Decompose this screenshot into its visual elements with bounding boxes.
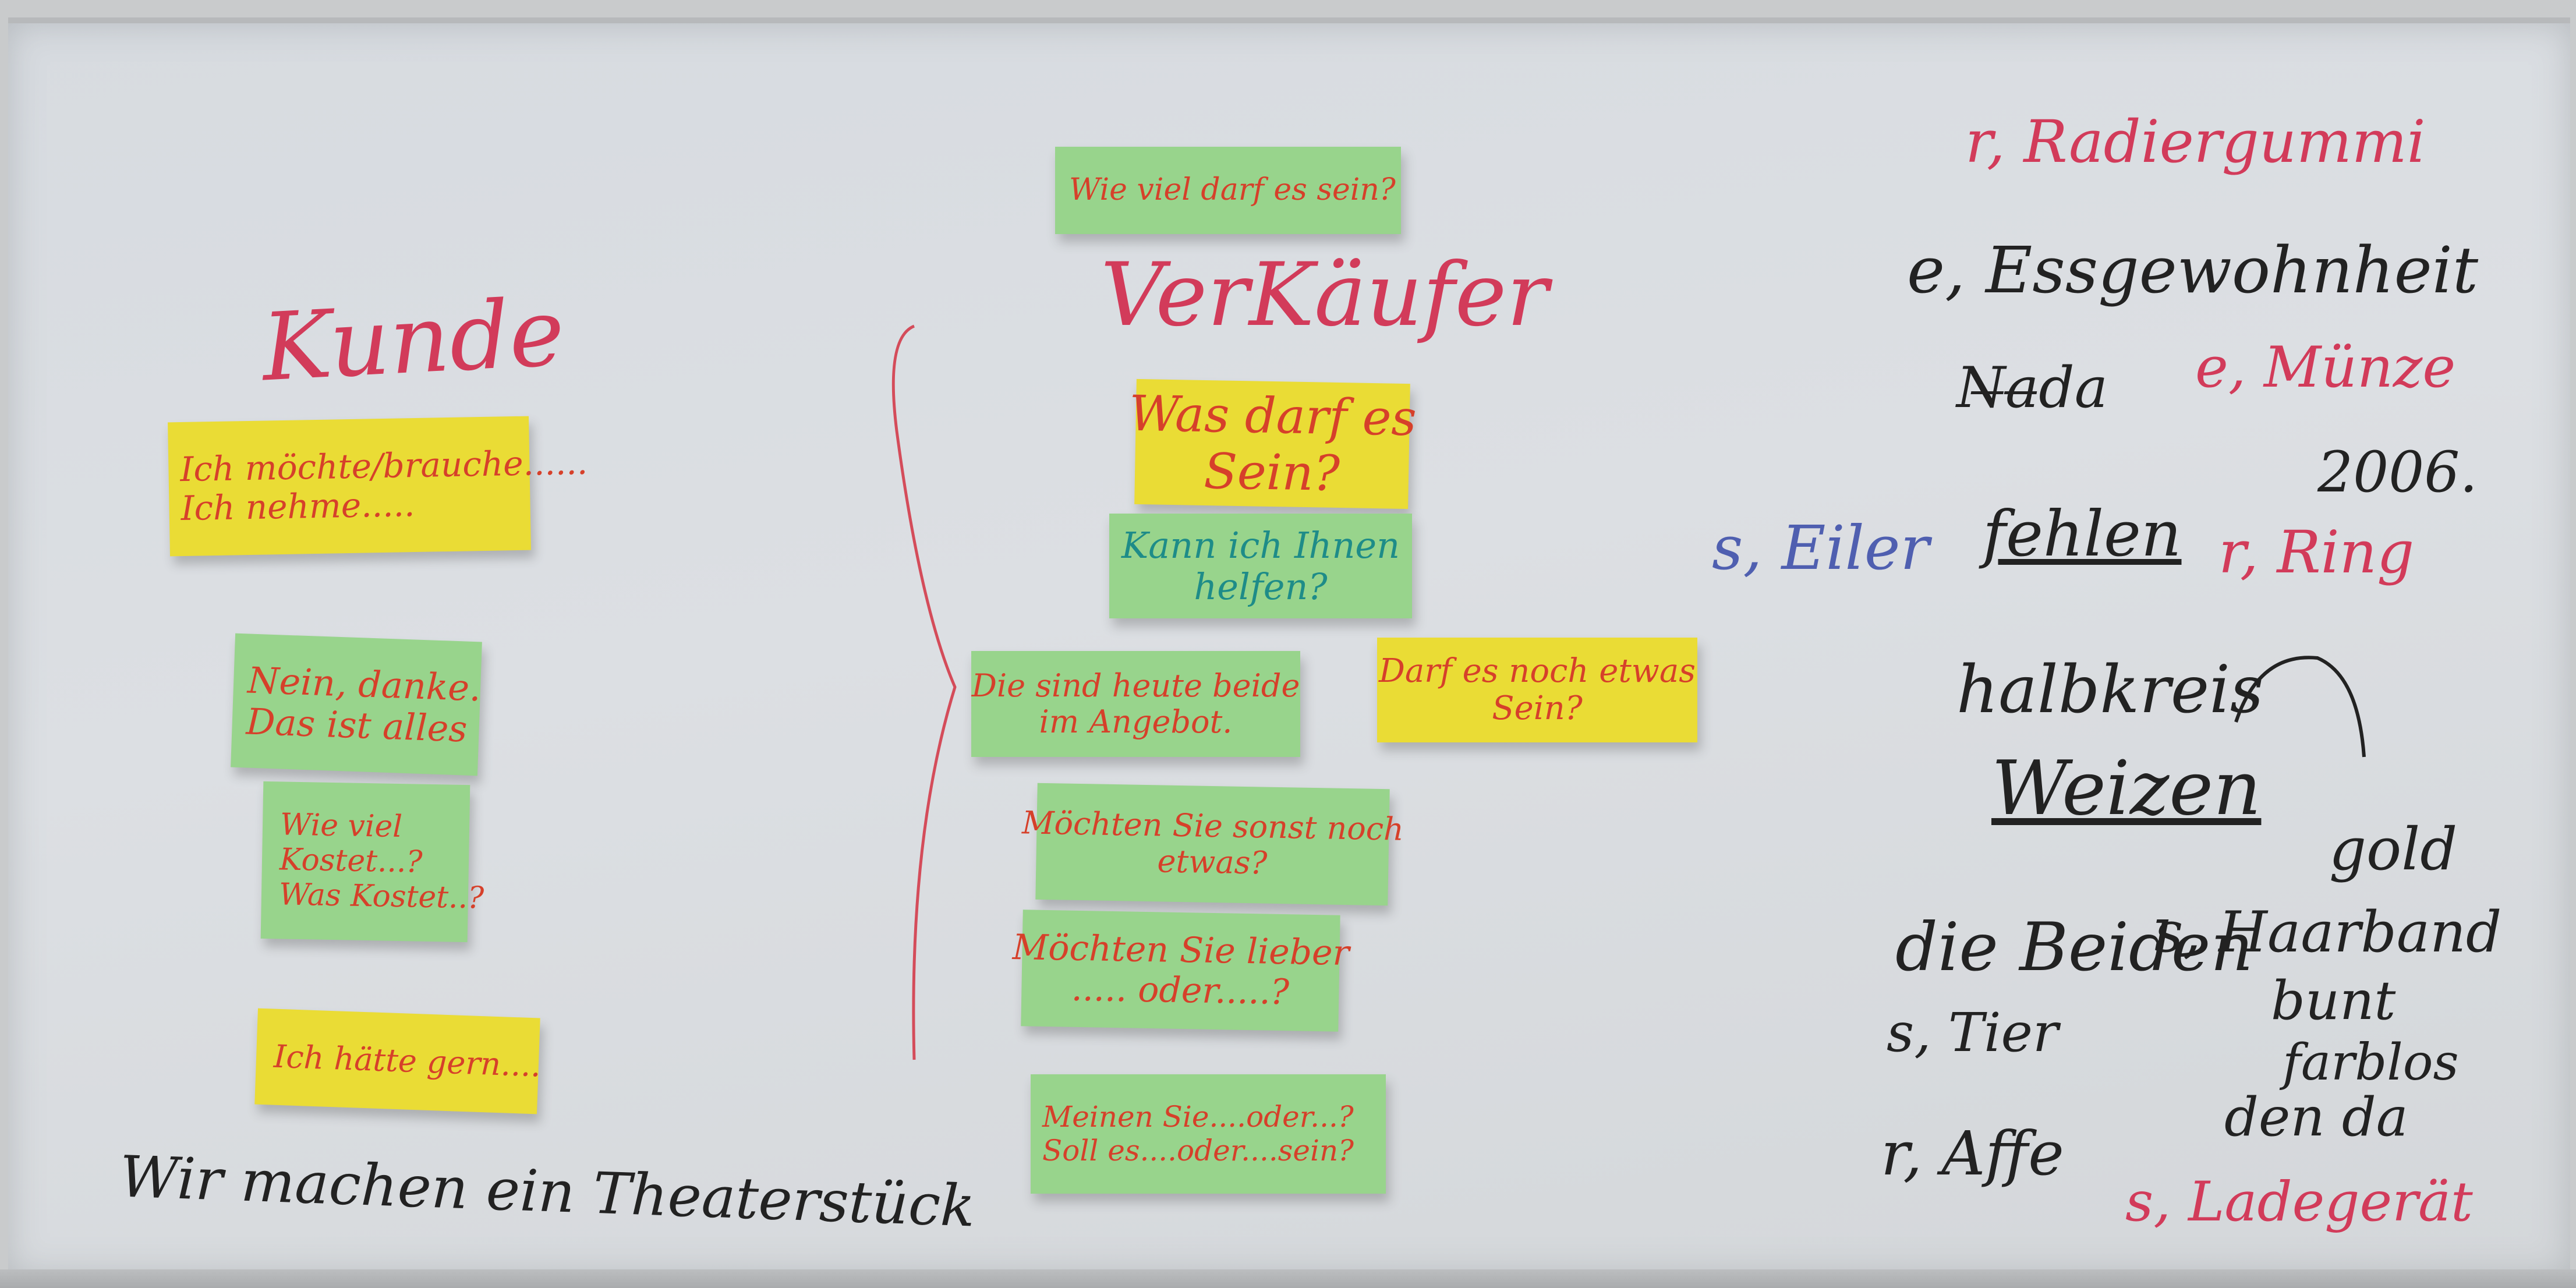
note-line: Was darf es xyxy=(1128,384,1417,447)
note-line: helfen? xyxy=(1194,565,1328,608)
note-meinen-sie: Meinen Sie....oder...? Soll es....oder..… xyxy=(1031,1074,1386,1194)
heading-verkaeufer: VerKäufer xyxy=(1101,245,1549,346)
note-nein-danke: Nein, danke. Das ist alles xyxy=(231,633,482,776)
note-line: Möchten Sie sonst noch xyxy=(1021,804,1404,848)
note-line: im Angebot. xyxy=(1039,703,1233,740)
vocab-den-da: den da xyxy=(2224,1086,2408,1148)
note-sonst-noch: Möchten Sie sonst noch etwas? xyxy=(1022,783,1404,906)
note-kann-ich-helfen: Kann ich Ihnen helfen? xyxy=(1109,514,1412,618)
note-wie-viel-darf: Wie viel darf es sein? xyxy=(1055,147,1401,234)
note-line: ..... oder.....? xyxy=(1071,968,1290,1013)
vocab-ring: r, Ring xyxy=(2218,518,2415,586)
note-lieber: Möchten Sie lieber ..... oder.....? xyxy=(1012,910,1350,1032)
note-line: Sein? xyxy=(1492,689,1583,727)
vocab-gold: gold xyxy=(2329,815,2458,883)
note-was-darf-es: Was darf es Sein? xyxy=(1128,378,1417,509)
note-line: Ich möchte/brauche...... xyxy=(179,443,588,490)
vocab-eiler: s, Eiler xyxy=(1712,512,1930,583)
note-ich-moechte: Ich möchte/brauche...... Ich nehme..... xyxy=(168,416,588,557)
note-line: Meinen Sie....oder...? xyxy=(1042,1100,1354,1134)
note-line: Die sind heute beide xyxy=(971,667,1300,704)
vocab-fehlen: fehlen xyxy=(1983,498,2182,571)
vocab-number: 2006. xyxy=(2317,440,2478,505)
vocab-die-beiden: die Beiden xyxy=(1895,908,2253,986)
vocab-weizen: Weizen xyxy=(1991,745,2262,832)
note-wie-viel-kostet: Wie viel Kostet...? Was Kostet..? xyxy=(260,781,484,943)
note-line: Was Kostet..? xyxy=(278,877,484,916)
note-line: Das ist alles xyxy=(245,700,468,751)
vocab-tier: s, Tier xyxy=(1887,1002,2058,1064)
vocab-radiergummi: r, Radiergummi xyxy=(1965,108,2426,176)
note-ich-haette-gern: Ich hätte gern.... xyxy=(254,1008,542,1114)
heading-kunde: Kunde xyxy=(259,277,567,402)
note-line: Soll es....oder....sein? xyxy=(1042,1133,1354,1167)
vocab-affe: r, Affe xyxy=(1881,1118,2064,1189)
vocab-nada: N̶a̶da xyxy=(1956,355,2108,420)
divider-curve xyxy=(891,324,957,1060)
marker-rail xyxy=(0,1269,2576,1288)
note-line: Ich hätte gern.... xyxy=(273,1038,542,1085)
note-darf-es-noch: Darf es noch etwas Sein? xyxy=(1377,638,1697,742)
note-line: Darf es noch etwas xyxy=(1379,652,1696,690)
vocab-farblos: farblos xyxy=(2283,1034,2459,1092)
vocab-muenze: e, Münze xyxy=(2195,335,2456,400)
note-line: Sein? xyxy=(1203,442,1340,502)
note-line: Wie viel darf es sein? xyxy=(1069,172,1396,208)
note-line: Ich nehme..... xyxy=(181,484,415,529)
note-heute-angebot: Die sind heute beide im Angebot. xyxy=(971,651,1300,757)
halfcircle-sketch xyxy=(2234,656,2366,758)
note-line: Kann ich Ihnen xyxy=(1121,523,1400,567)
vocab-essgewohnheit: e, Essgewohnheit xyxy=(1907,233,2479,307)
note-line: Wie viel xyxy=(279,807,403,845)
note-line: Kostet...? xyxy=(279,842,423,880)
vocab-bunt: bunt xyxy=(2271,969,2396,1032)
note-line: Möchten Sie lieber xyxy=(1012,926,1350,974)
vocab-haarband: s, Haarband xyxy=(2154,900,2502,965)
vocab-ladegeraet: s, Ladegerät xyxy=(2125,1170,2473,1234)
note-line: etwas? xyxy=(1157,843,1268,882)
vocab-halbkreis: halbkreis xyxy=(1956,652,2264,728)
